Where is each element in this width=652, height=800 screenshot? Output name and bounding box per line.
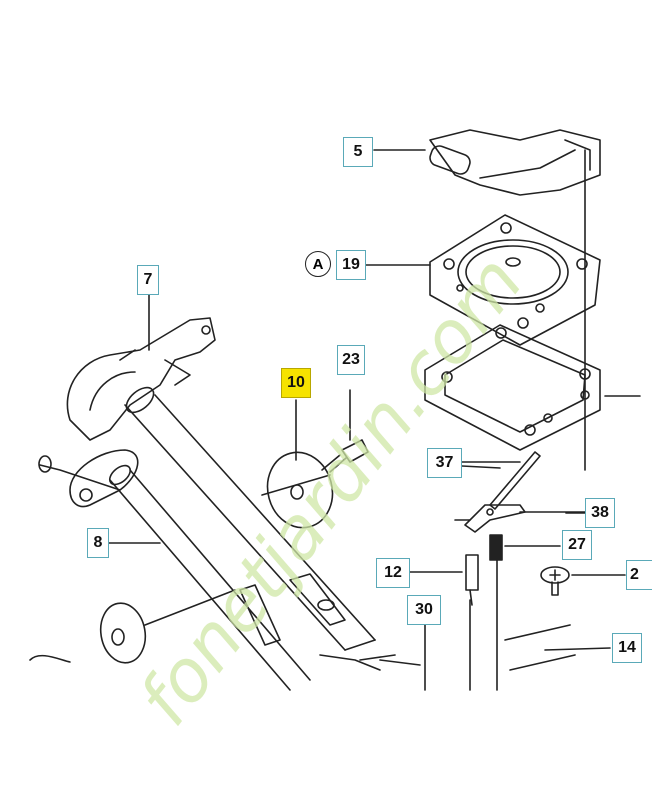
callout-30: 30 xyxy=(407,595,441,625)
part-19-diaphragm xyxy=(429,214,601,346)
callout-38: 38 xyxy=(585,498,615,528)
callout-23: 23 xyxy=(337,345,365,375)
callout-14: 14 xyxy=(612,633,642,663)
part-37-needle xyxy=(461,451,541,510)
callout-2x-partial: 2 xyxy=(626,560,652,590)
part-12-needle xyxy=(409,554,479,606)
shaft-secondary xyxy=(108,464,346,691)
part-23-screw xyxy=(321,389,369,473)
part-38-clip xyxy=(454,504,586,533)
reference-circle-a: A xyxy=(305,251,331,277)
callout-12: 12 xyxy=(376,558,410,588)
callout-7: 7 xyxy=(137,265,159,295)
gasket xyxy=(424,324,601,451)
shaft-main xyxy=(124,386,376,651)
disc-part xyxy=(29,589,236,664)
callout-37: 37 xyxy=(427,448,462,478)
callout-8: 8 xyxy=(87,528,109,558)
part-7-lever xyxy=(66,317,216,441)
screw-right xyxy=(540,566,626,596)
part-8-plate xyxy=(38,449,139,508)
part-5-housing xyxy=(429,129,601,196)
callout-5: 5 xyxy=(343,137,373,167)
callout-19: 19 xyxy=(336,250,366,280)
part-10-disc xyxy=(261,451,334,529)
callout-10-highlight: 10 xyxy=(281,368,311,398)
part-27-spring xyxy=(489,534,561,561)
callout-27: 27 xyxy=(562,530,592,560)
